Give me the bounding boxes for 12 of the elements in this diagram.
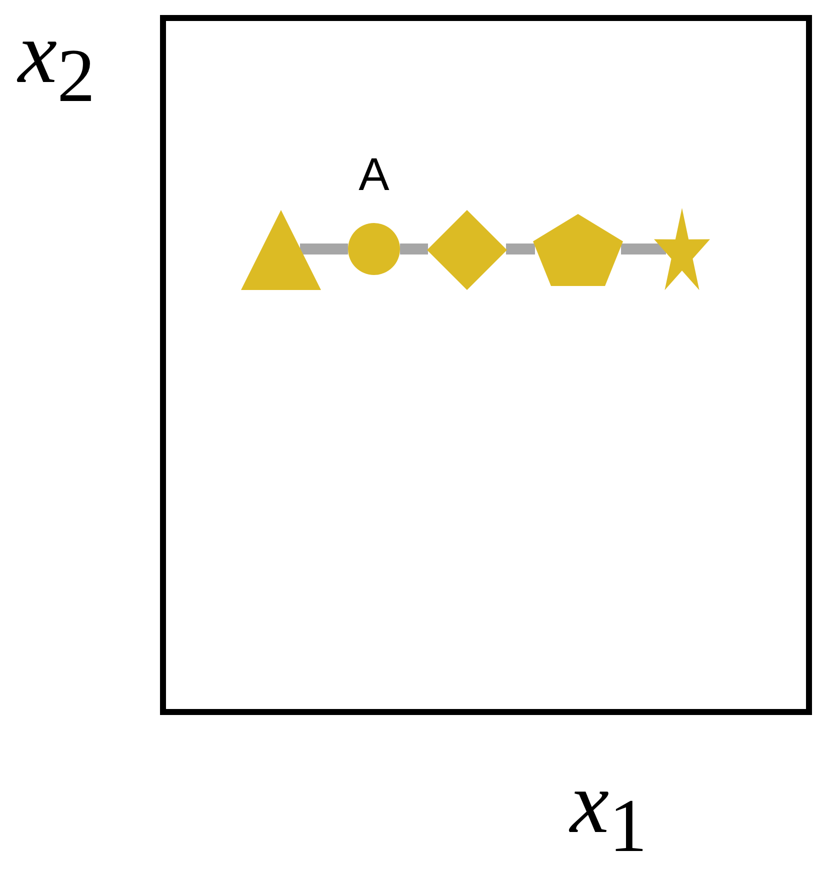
star-marker [654, 208, 710, 292]
diamond-marker [427, 210, 507, 290]
connecting-line [506, 244, 535, 254]
triangle-marker [241, 210, 321, 290]
connecting-line [621, 244, 666, 254]
connecting-line [400, 244, 428, 254]
connecting-line [300, 244, 348, 254]
plot-frame [160, 15, 812, 715]
axis-label: x$_{2}$ [18, 10, 96, 114]
axis-label: x$_{1}$ [570, 760, 648, 864]
point-label: A [358, 151, 390, 197]
pentagon-marker [533, 214, 623, 286]
